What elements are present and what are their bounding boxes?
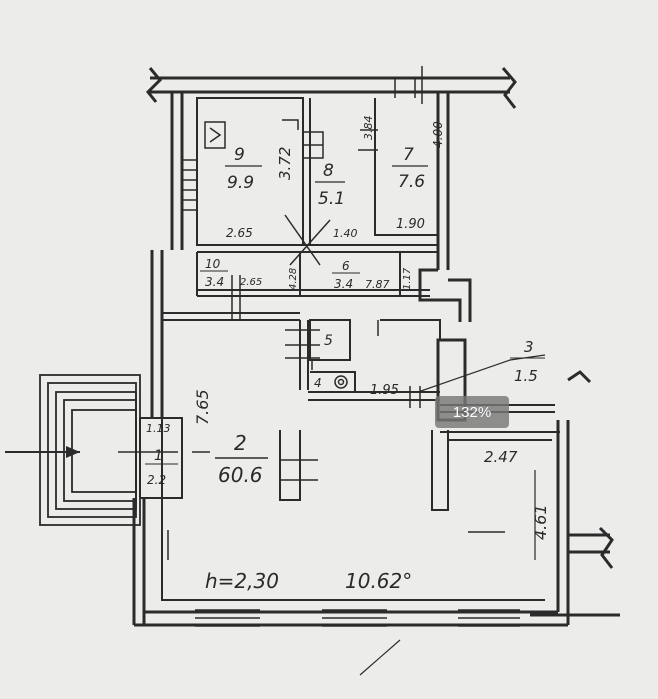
room-5-number: 5: [324, 333, 333, 349]
dimension-labels: 3.72 3.84 4.00 2.65 1.40 1.90 2.65 4.28 …: [146, 116, 550, 594]
room-6-number: 6: [342, 259, 350, 273]
zoom-level-text: 132%: [452, 403, 492, 421]
entrance-arrow: [5, 446, 80, 458]
room-2-area: 60.6: [218, 463, 263, 487]
ceiling-height-label: h=2,30: [205, 569, 279, 593]
entrance-porch: [39, 374, 141, 526]
room-1-area: 2.2: [147, 473, 166, 487]
outer-walls: [132, 67, 620, 627]
room-8-area: 5.1: [318, 189, 345, 209]
room-10-area: 3.4: [205, 275, 224, 289]
room-labels: 9 9.9 8 5.1 7 7.6 10 3.4 6 3.4 5 4 3 1.5…: [145, 145, 545, 487]
zoom-level-badge: 132%: [435, 396, 509, 428]
room-6-area: 3.4: [334, 277, 353, 291]
room-3-area: 1.5: [514, 367, 538, 385]
dim-1-95: 1.95: [370, 383, 399, 398]
dim-3-72: 3.72: [276, 147, 294, 180]
dim-2-65-bottom: 2.65: [240, 277, 262, 288]
room-10-number: 10: [205, 257, 221, 271]
dim-1-13: 1.13: [146, 422, 171, 435]
dim-7-87: 7.87: [365, 278, 390, 291]
dim-1-17: 1.17: [402, 267, 413, 290]
leader-lines: [359, 354, 546, 676]
room-7-number: 7: [403, 145, 414, 165]
dim-2-47: 2.47: [484, 448, 518, 466]
room-1-number: 1: [154, 448, 163, 464]
dim-10-62: 10.62°: [345, 569, 412, 593]
room-9-number: 9: [234, 145, 245, 165]
room-2-number: 2: [234, 431, 247, 455]
room-3-number: 3: [524, 338, 534, 356]
dim-4-28: 4.28: [288, 268, 299, 290]
interior-walls: [139, 97, 560, 601]
dim-1-90: 1.90: [396, 217, 425, 232]
windows: [167, 66, 520, 627]
dim-3-84: 3.84: [362, 116, 375, 141]
dim-2-65-top: 2.65: [226, 226, 253, 240]
room-8-number: 8: [323, 161, 334, 181]
room-9-area: 9.9: [227, 173, 254, 193]
dim-7-65: 7.65: [193, 389, 212, 425]
room-7-area: 7.6: [398, 172, 425, 192]
dim-1-40: 1.40: [333, 227, 358, 240]
room-4-number: 4: [314, 376, 322, 390]
dim-4-00: 4.00: [431, 121, 445, 148]
dim-4-61: 4.61: [531, 504, 550, 540]
fixtures: [118, 119, 421, 481]
